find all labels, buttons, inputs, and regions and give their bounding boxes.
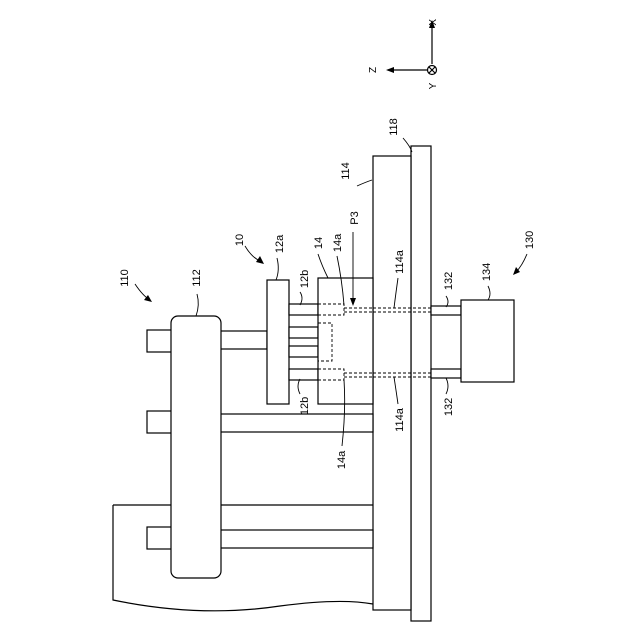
pin-middle <box>147 411 172 433</box>
label-114a-top: 114a <box>394 249 406 274</box>
z-arrowhead-icon <box>386 67 394 73</box>
plate-12a <box>267 280 289 404</box>
rail-upper <box>220 331 267 349</box>
leader-134 <box>488 286 490 300</box>
label-110: 110 <box>119 269 131 287</box>
label-118: 118 <box>388 118 400 136</box>
leader-12b-bottom <box>298 379 300 394</box>
lead-12b-mid2 <box>289 346 318 357</box>
label-14a-top: 14a <box>332 233 344 252</box>
y-axis-label: Y <box>428 82 439 89</box>
label-132-bottom: 132 <box>443 398 455 416</box>
axis-indicator: X Z Y <box>368 19 439 90</box>
label-14a-bottom: 14a <box>336 450 348 469</box>
label-12a: 12a <box>274 234 286 253</box>
leader-12a <box>276 258 278 280</box>
rail-middle <box>220 414 373 432</box>
label-12b-top: 12b <box>299 270 311 288</box>
label-114a-bottom: 114a <box>394 407 406 432</box>
leader-112 <box>196 294 198 316</box>
label-P3: P3 <box>349 211 361 224</box>
label-12b-bottom: 12b <box>299 397 311 415</box>
component-14 <box>318 278 373 404</box>
lead-12b-upper <box>289 304 318 315</box>
plate-118 <box>411 146 431 621</box>
label-114: 114 <box>340 162 352 180</box>
leader-132-bottom <box>446 378 448 394</box>
label-10: 10 <box>234 234 246 246</box>
leader-132-top <box>446 296 448 307</box>
lead-12b-mid1 <box>289 327 318 338</box>
leader-12b-top <box>300 292 302 305</box>
leader-14 <box>318 254 328 278</box>
z-axis-label: Z <box>368 67 379 73</box>
base-114 <box>373 156 411 610</box>
carrier-112 <box>171 316 221 578</box>
connector-132-lower <box>431 369 461 378</box>
lead-12b-lower <box>289 369 318 380</box>
pin-lower <box>147 527 172 549</box>
unit-134 <box>461 300 514 382</box>
label-132-top: 132 <box>443 272 455 290</box>
label-134: 134 <box>481 263 493 281</box>
connector-132-upper <box>431 306 461 315</box>
x-axis-label: X <box>428 19 439 26</box>
label-130: 130 <box>524 231 536 249</box>
frame-110-outline <box>113 505 373 611</box>
leader-114 <box>357 180 372 186</box>
label-112: 112 <box>191 269 203 287</box>
rail-lower <box>220 530 373 548</box>
pin-upper <box>147 330 172 352</box>
label-14: 14 <box>313 237 325 249</box>
